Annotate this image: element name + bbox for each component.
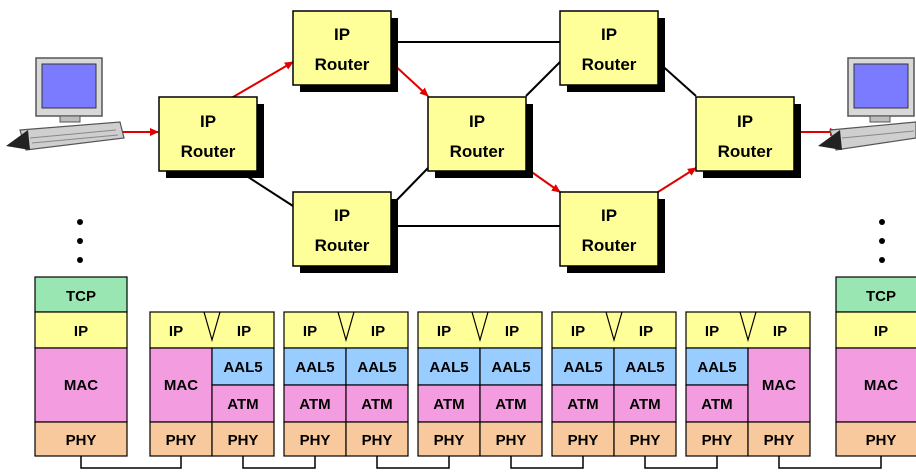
layer-mac: MAC — [64, 377, 98, 394]
router-r4: IP Router — [427, 96, 533, 178]
stack-host-left: TCP IP MAC PHY — [34, 276, 128, 457]
arrow-r1-r2 — [227, 61, 294, 101]
layer-ip: IP — [705, 323, 719, 340]
router-label-router: Router — [315, 236, 370, 255]
stack-node-1: IP IP MAC AAL5 ATM PHY PHY — [149, 311, 275, 457]
layer-aal5: AAL5 — [223, 359, 262, 376]
layer-phy: PHY — [228, 432, 259, 449]
layer-aal5: AAL5 — [295, 359, 334, 376]
computer-left-icon — [6, 57, 125, 151]
router-label-router: Router — [181, 142, 236, 161]
phy-link-4 — [510, 456, 584, 469]
layer-aal5: AAL5 — [563, 359, 602, 376]
layer-ip: IP — [303, 323, 317, 340]
router-label-ip: IP — [601, 25, 617, 44]
layer-ip: IP — [639, 323, 653, 340]
layer-atm: ATM — [495, 396, 526, 413]
layer-atm: ATM — [629, 396, 660, 413]
layer-tcp: TCP — [866, 288, 896, 305]
layer-phy: PHY — [764, 432, 795, 449]
layer-mac: MAC — [762, 377, 796, 394]
router-label-ip: IP — [601, 206, 617, 225]
layer-phy: PHY — [362, 432, 393, 449]
layer-ip: IP — [874, 323, 888, 340]
router-r3: IP Router — [292, 191, 398, 273]
layer-atm: ATM — [433, 396, 464, 413]
router-r5: IP Router — [695, 96, 801, 178]
layer-ip: IP — [773, 323, 787, 340]
layer-ip: IP — [74, 323, 88, 340]
router-label-ip: IP — [469, 112, 485, 131]
layer-atm: ATM — [567, 396, 598, 413]
layer-aal5: AAL5 — [625, 359, 664, 376]
router-label-router: Router — [450, 142, 505, 161]
stack-host-right: TCP IP MAC PHY — [835, 276, 916, 457]
phy-link-1 — [80, 456, 182, 469]
layer-ip: IP — [237, 323, 251, 340]
layer-ip: IP — [371, 323, 385, 340]
computer-right-icon — [818, 57, 916, 151]
stack-node-4: IP IP AAL5 ATM AAL5 ATM PHY PHY — [551, 311, 677, 457]
layer-ip: IP — [437, 323, 451, 340]
router-label-ip: IP — [737, 112, 753, 131]
router-label-router: Router — [582, 236, 637, 255]
phy-link-2 — [242, 456, 316, 469]
layer-phy: PHY — [568, 432, 599, 449]
layer-phy: PHY — [166, 432, 197, 449]
layer-phy: PHY — [702, 432, 733, 449]
router-label-router: Router — [315, 55, 370, 74]
layer-aal5: AAL5 — [357, 359, 396, 376]
layer-phy: PHY — [866, 432, 897, 449]
layer-phy: PHY — [434, 432, 465, 449]
router-label-ip: IP — [334, 25, 350, 44]
router-r6: IP Router — [559, 10, 665, 92]
arrow-r7-r5 — [657, 167, 697, 193]
phy-link-3 — [376, 456, 450, 469]
layer-phy: PHY — [300, 432, 331, 449]
layer-phy: PHY — [630, 432, 661, 449]
layer-aal5: AAL5 — [697, 359, 736, 376]
layer-atm: ATM — [227, 396, 258, 413]
layer-atm: ATM — [299, 396, 330, 413]
layer-aal5: AAL5 — [491, 359, 530, 376]
layer-phy: PHY — [66, 432, 97, 449]
router-r1: IP Router — [158, 96, 264, 178]
router-label-ip: IP — [200, 112, 216, 131]
ellipsis-right-icon — [879, 219, 885, 263]
layer-aal5: AAL5 — [429, 359, 468, 376]
stack-node-3: IP IP AAL5 ATM AAL5 ATM PHY PHY — [417, 311, 543, 457]
router-label-router: Router — [582, 55, 637, 74]
layer-ip: IP — [169, 323, 183, 340]
stack-node-5: IP IP AAL5 ATM MAC PHY PHY — [685, 311, 811, 457]
router-label-ip: IP — [334, 206, 350, 225]
router-r7: IP Router — [559, 191, 665, 273]
layer-atm: ATM — [361, 396, 392, 413]
layer-mac: MAC — [164, 377, 198, 394]
layer-mac: MAC — [864, 377, 898, 394]
ellipsis-left-icon — [77, 219, 83, 263]
layer-ip: IP — [505, 323, 519, 340]
layer-tcp: TCP — [66, 288, 96, 305]
stack-node-2: IP IP AAL5 ATM AAL5 ATM PHY PHY — [283, 311, 409, 457]
layer-phy: PHY — [496, 432, 527, 449]
link-r4-r6 — [525, 61, 561, 97]
layer-ip: IP — [571, 323, 585, 340]
physical-links — [80, 456, 882, 469]
phy-link-5 — [644, 456, 718, 469]
router-r2: IP Router — [292, 10, 398, 92]
router-label-router: Router — [718, 142, 773, 161]
phy-link-6 — [778, 456, 882, 469]
layer-atm: ATM — [701, 396, 732, 413]
